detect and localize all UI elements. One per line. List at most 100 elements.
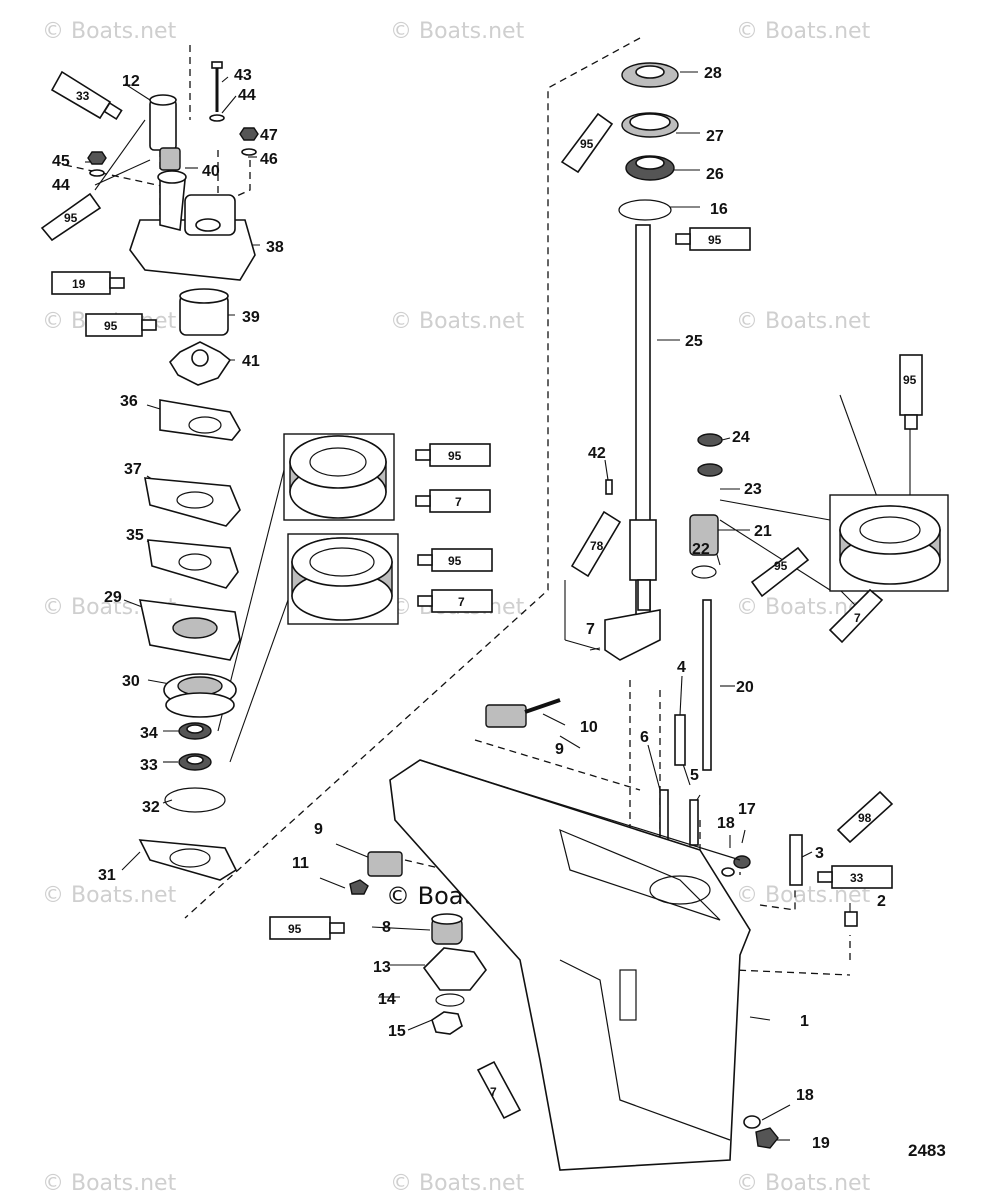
washer-23 [697, 463, 723, 477]
tube-7-b: 7 [417, 589, 493, 613]
svg-text:7: 7 [455, 495, 462, 509]
stud-4 [674, 714, 686, 766]
callout-25: 25 [685, 333, 703, 350]
washer-14 [435, 993, 465, 1007]
nut-45 [87, 151, 107, 165]
anode-9a [485, 704, 527, 728]
callout-12: 12 [122, 73, 140, 90]
callout-40: 40 [202, 163, 220, 180]
callout-31: 31 [98, 867, 116, 884]
tube-7-d: 7 [476, 1060, 522, 1120]
callout-18b: 18 [796, 1087, 814, 1104]
svg-text:95: 95 [774, 559, 788, 573]
key-42 [605, 479, 613, 495]
sleeve-40 [159, 147, 181, 171]
svg-text:7: 7 [458, 595, 465, 609]
callout-42: 42 [588, 445, 606, 462]
plate-37 [144, 477, 241, 527]
coupler-7 [604, 609, 661, 661]
tube-7-a: 7 [415, 489, 491, 513]
tube-95-d: 95 [675, 227, 751, 251]
tube-33-a: 33 [50, 70, 123, 121]
washer-24 [697, 433, 723, 447]
callout-18a: 18 [717, 815, 735, 832]
seal-detail-boxes [283, 433, 949, 625]
pinion-gear-13 [422, 947, 487, 991]
watermark-6: © Boats.net [736, 309, 871, 334]
callout-34: 34 [140, 725, 158, 742]
callout-4: 4 [677, 659, 686, 676]
svg-text:95: 95 [708, 233, 722, 247]
callout-26: 26 [706, 166, 724, 183]
callout-8: 8 [382, 919, 391, 936]
watermark-13: © Boats.net [390, 1171, 525, 1196]
pump-liner [149, 99, 177, 151]
callout-38: 38 [266, 239, 284, 256]
gasket-36 [159, 399, 241, 441]
callout-numbers: 1 2 3 4 5 6 7 8 9 9 10 11 12 13 14 15 16… [52, 65, 886, 1152]
tube-98: 98 [836, 790, 894, 844]
callout-24: 24 [732, 429, 750, 446]
tube-95-g: 95 [750, 546, 810, 598]
callout-5: 5 [690, 767, 699, 784]
washer-18b [743, 1115, 761, 1129]
callout-10: 10 [580, 719, 598, 736]
washer-44 [209, 114, 225, 122]
nut-11 [349, 879, 369, 895]
stud-6 [659, 789, 669, 841]
tube-78: 78 [570, 510, 622, 578]
callout-39: 39 [242, 309, 260, 326]
gasket-31 [138, 839, 238, 881]
svg-text:95: 95 [104, 319, 118, 333]
tube-95-i: 95 [269, 916, 345, 940]
svg-text:95: 95 [448, 449, 462, 463]
drawing-number: 2483 [908, 1141, 946, 1160]
tube-95-c: 95 [560, 112, 614, 174]
svg-text:95: 95 [448, 554, 462, 568]
callout-14: 14 [378, 991, 396, 1008]
callout-22: 22 [692, 541, 710, 558]
washer-18a [721, 867, 735, 877]
tube-95-b: 95 [85, 313, 157, 337]
callout-16: 16 [710, 201, 728, 218]
screw-19 [755, 1127, 779, 1149]
callout-43: 43 [234, 67, 252, 84]
gasket-35 [147, 539, 239, 589]
callout-33: 33 [140, 757, 158, 774]
callout-29: 29 [104, 589, 122, 606]
callout-1: 1 [800, 1013, 809, 1030]
callout-17: 17 [738, 801, 756, 818]
callout-27: 27 [706, 128, 724, 145]
svg-text:33: 33 [850, 871, 864, 885]
callout-6: 6 [640, 729, 649, 746]
dowel-2 [844, 911, 858, 927]
callout-2: 2 [877, 893, 886, 910]
nut-47 [239, 127, 259, 141]
watermark-10: © Boats.net [42, 883, 177, 908]
bushing-21 [689, 514, 719, 556]
callout-21: 21 [754, 523, 772, 540]
grease-tubes: 33 95 1 9 95 95 95 7 95 7 95 78 95 95 7 9… [40, 70, 923, 1120]
callout-37: 37 [124, 461, 142, 478]
o-ring-32 [164, 787, 226, 813]
o-ring-16 [618, 199, 672, 221]
watermark-12: © Boats.net [42, 1171, 177, 1196]
callout-20: 20 [736, 679, 754, 696]
gear-housing [349, 759, 779, 1171]
washer-44b [89, 169, 105, 177]
callout-46: 46 [260, 151, 278, 168]
callout-11: 11 [292, 855, 309, 872]
tube-95-h: 95 [899, 354, 923, 430]
callout-45: 45 [52, 153, 70, 170]
svg-text:95: 95 [288, 922, 302, 936]
svg-text:7: 7 [490, 1085, 497, 1099]
svg-text:98: 98 [858, 811, 872, 825]
bolt-10 [524, 698, 561, 714]
shift-shaft-20 [702, 599, 712, 771]
callout-9a: 9 [555, 741, 564, 758]
washer-46 [241, 148, 257, 156]
callout-47: 47 [260, 127, 278, 144]
svg-text:95: 95 [903, 373, 917, 387]
stud-3 [789, 834, 803, 886]
stud-5 [689, 799, 699, 846]
